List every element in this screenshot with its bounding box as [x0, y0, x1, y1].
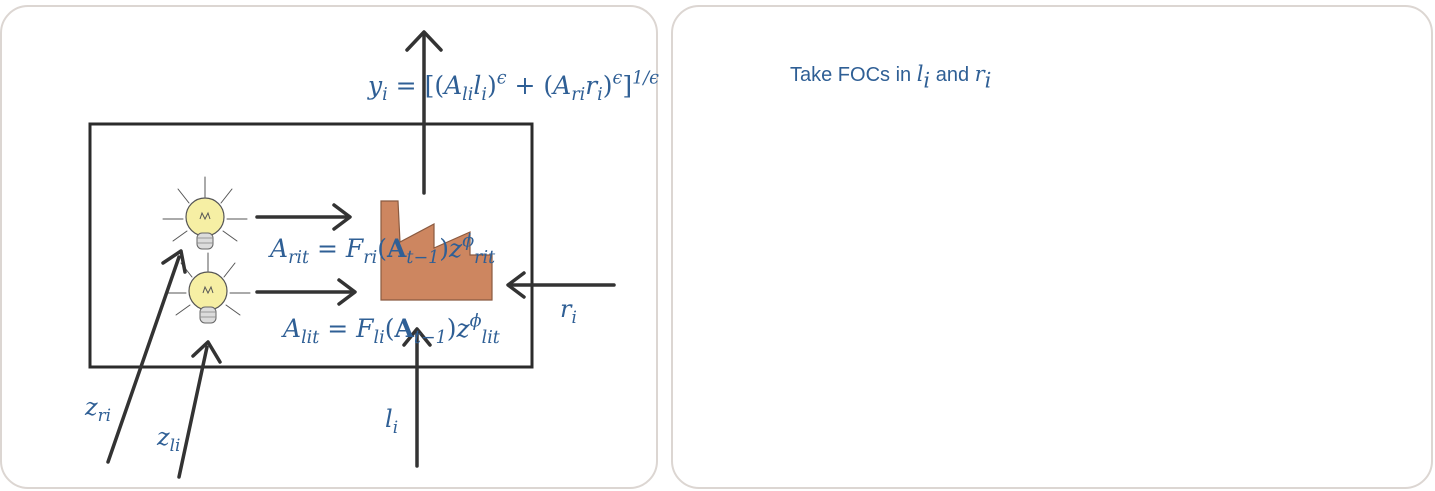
input-arrow-zr: [106, 249, 187, 464]
lightbulb-icon: [165, 252, 251, 324]
label-zr-input: zri: [85, 393, 112, 425]
labor-equation: Alit = Fli(At−1)zϕlit: [283, 311, 500, 349]
input-arrow-zl: [177, 340, 222, 479]
output-arrow: [405, 30, 443, 195]
input-arrow-l: [402, 327, 432, 468]
label-l-input: li: [385, 405, 399, 437]
diagram-panel: [0, 5, 658, 489]
firm-box: [88, 122, 534, 369]
factory-icon: [380, 200, 493, 301]
research-equation: Arit = Fri(At−1)zϕrit: [270, 231, 496, 269]
label-r-input: ri: [560, 295, 577, 327]
input-arrow-r: [506, 271, 616, 299]
lightbulb-icon: [162, 176, 248, 250]
label-zl-input: zli: [157, 423, 181, 455]
output-equation: yi = [(Alili)ϵ + (Ariri)ϵ]1/ϵ: [368, 68, 659, 106]
notes-panel: [671, 5, 1433, 489]
knowledge-arrow-r: [255, 203, 352, 231]
notes-text: Take FOCs in li and ri: [790, 62, 992, 93]
knowledge-arrow-l: [255, 278, 357, 306]
